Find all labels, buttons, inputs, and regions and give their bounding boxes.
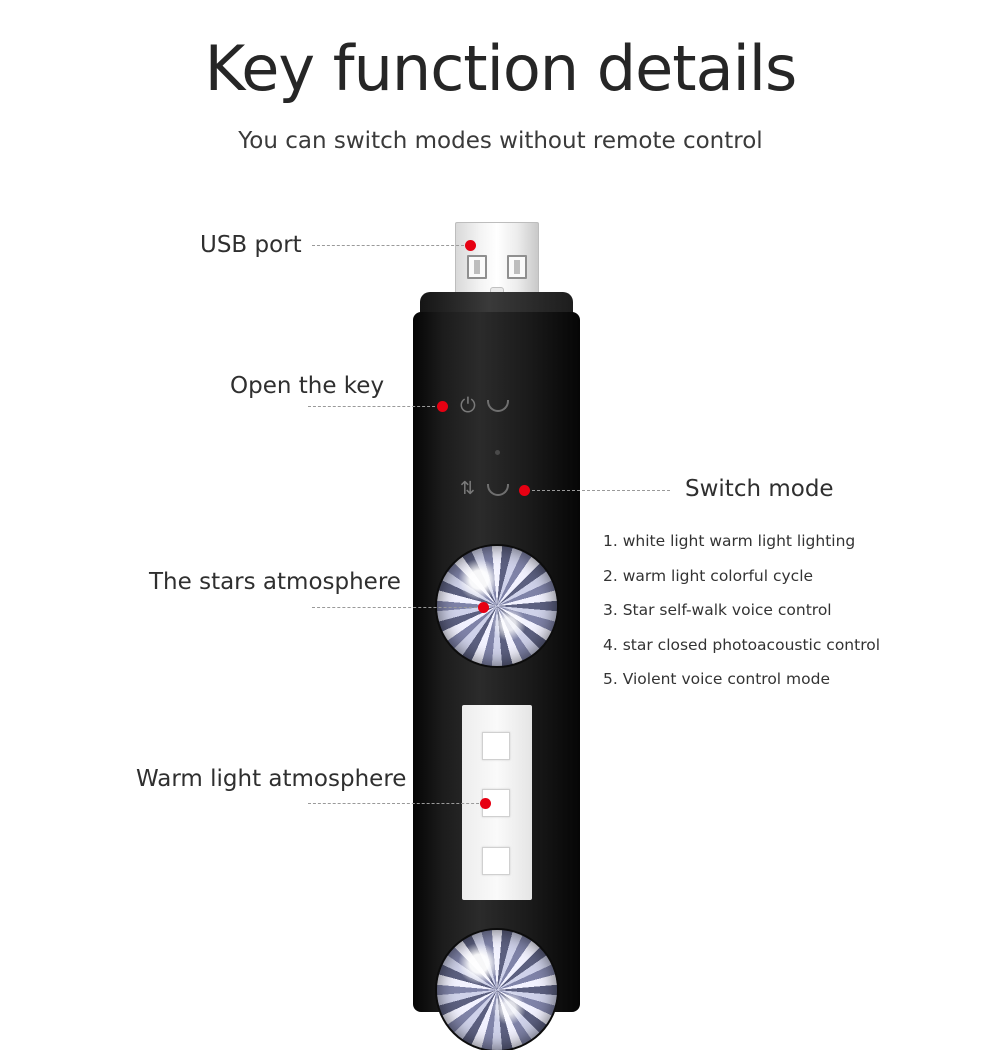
mode-list: 1. white light warm light lighting 2. wa… [603, 530, 880, 703]
marker-dot-warm [480, 798, 491, 809]
leader-line-open-key [308, 406, 440, 407]
power-icon: ⏻ [460, 393, 476, 417]
callout-switch-mode: Switch mode [685, 476, 834, 502]
led-chip [482, 732, 510, 760]
callout-stars: The stars atmosphere [149, 569, 401, 595]
star-projector-ball-lower [437, 930, 557, 1050]
marker-dot-open-key [437, 401, 448, 412]
callout-open-key: Open the key [230, 373, 385, 399]
page-title: Key function details [204, 32, 798, 105]
marker-dot-switch-mode [519, 485, 530, 496]
marker-dot-usb [465, 240, 476, 251]
mode-item: 3. Star self-walk voice control [603, 601, 832, 619]
mode-switch-icon: ⇅ [460, 478, 476, 499]
marker-dot-stars [478, 602, 489, 613]
mode-item: 5. Violent voice control mode [603, 670, 830, 688]
mode-item: 2. warm light colorful cycle [603, 566, 814, 585]
page-subtitle: You can switch modes without remote cont… [238, 128, 763, 154]
callout-warm-light: Warm light atmosphere [136, 766, 407, 792]
mode-item: 1. white light warm light lighting [603, 532, 856, 550]
mode-item: 4. star closed photoacoustic control [603, 635, 881, 654]
star-projector-ball [437, 546, 557, 666]
leader-line-stars [312, 607, 482, 608]
leader-line-usb [312, 245, 469, 246]
leader-line-warm [308, 803, 484, 804]
leader-line-switch-mode [527, 490, 670, 491]
led-chip [482, 847, 510, 875]
usb-contact-slot [467, 255, 487, 279]
microphone-hole [495, 450, 500, 455]
usb-plug [455, 222, 539, 297]
usb-contact-slot [507, 255, 527, 279]
callout-usb-port: USB port [200, 232, 302, 258]
